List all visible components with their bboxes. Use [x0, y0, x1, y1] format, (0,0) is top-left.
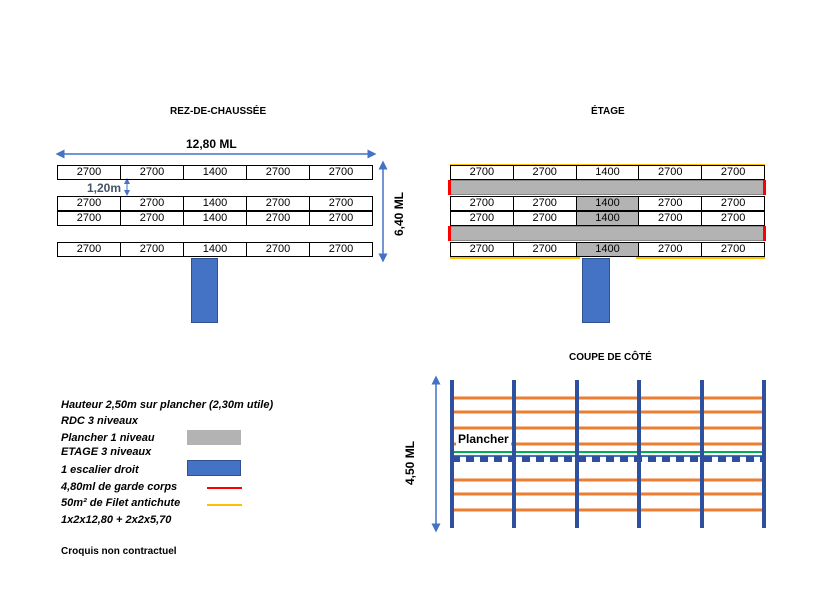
title-etage: ÉTAGE [591, 106, 625, 117]
rack-cell: 2700 [58, 212, 121, 225]
title-rdc: REZ-DE-CHAUSSÉE [170, 106, 267, 117]
etage-guardrail-right-2 [763, 226, 766, 241]
rack-cell: 2700 [451, 197, 514, 210]
etage-safety-net-bottom-left [450, 257, 580, 259]
rack-cell: 1400 [184, 212, 247, 225]
rack-cell: 2700 [247, 243, 310, 256]
title-coupe: COUPE DE CÔTÉ [569, 352, 652, 363]
legend-escalier-swatch [187, 460, 241, 476]
rack-cell: 2700 [514, 197, 577, 210]
rack-cell: 2700 [720, 166, 746, 178]
rack-cell: 2700 [514, 166, 577, 179]
rack-cell: 2700 [247, 197, 310, 210]
etage-guardrail-left-1 [448, 180, 451, 195]
rack-cell: 2700 [451, 212, 514, 225]
rack-cell: 2700 [451, 243, 514, 256]
rack-cell: 2700 [720, 243, 746, 255]
rack-cell: 2700 [121, 243, 184, 256]
beams-lower [452, 396, 764, 512]
legend-formula: 1x2x12,80 + 2x2x5,70 [61, 514, 172, 526]
plancher-label: Plancher [456, 432, 511, 446]
rack-cell: 2700 [121, 166, 184, 179]
etage-rack-row-4: 2700 2700 1400 2700 2700 [450, 242, 765, 257]
rack-cell: 2700 [639, 212, 703, 225]
rack-cell: 2700 [328, 166, 354, 178]
etage-rack-row-1: 2700 2700 1400 2700 2700 [450, 165, 765, 180]
legend-etage: ETAGE 3 niveaux [61, 446, 152, 458]
legend-filet-swatch [207, 504, 242, 506]
legend-hauteur: Hauteur 2,50m sur plancher (2,30m utile) [61, 399, 274, 411]
etage-safety-net-bottom-right [636, 257, 765, 259]
rack-cell: 2700 [639, 197, 703, 210]
legend-rdc: RDC 3 niveaux [61, 415, 139, 427]
rack-cell: 2700 [58, 243, 121, 256]
rack-cell: 2700 [720, 197, 746, 209]
etage-rack-row-2: 2700 2700 1400 2700 2700 [450, 196, 765, 211]
dimension-aisle-label: 1,20m [87, 181, 122, 195]
rack-cell: 2700 [514, 212, 577, 225]
rack-cell: 2700 [639, 243, 703, 256]
rack-cell: 2700 [328, 212, 354, 224]
rack-cell: 1400 [576, 212, 640, 225]
rdc-rack-row-4: 2700 2700 1400 2700 2700 [57, 242, 373, 257]
etage-rack-row-3: 2700 2700 1400 2700 2700 [450, 211, 765, 226]
rack-cell: 2700 [328, 197, 354, 209]
rack-cell: 2700 [639, 166, 703, 179]
rack-cell: 2700 [58, 197, 121, 210]
rack-cell: 2700 [514, 243, 577, 256]
rack-cell: 2700 [247, 212, 310, 225]
rdc-rack-row-2: 2700 2700 1400 2700 2700 [57, 196, 373, 211]
rack-cell: 1400 [184, 243, 247, 256]
rack-cell: 2700 [121, 212, 184, 225]
legend-plancher-swatch [187, 430, 241, 445]
etage-guardrail-right-1 [763, 180, 766, 195]
uprights [450, 380, 766, 528]
rack-cell: 2700 [58, 166, 121, 179]
rdc-rack-row-3: 2700 2700 1400 2700 2700 [57, 211, 373, 226]
legend-filet: 50m² de Filet antichute [61, 497, 181, 509]
rdc-rack-row-1: 2700 2700 1400 2700 2700 [57, 165, 373, 180]
rack-cell: 1400 [184, 197, 247, 210]
rack-cell: 2700 [328, 243, 354, 255]
rack-cell: 1400 [184, 166, 247, 179]
dimension-width-label: 12,80 ML [186, 137, 237, 151]
rack-cell: 2700 [451, 166, 514, 179]
rack-cell: 2700 [720, 212, 746, 224]
legend-garde: 4,80ml de garde corps [61, 481, 178, 493]
etage-staircase [582, 258, 610, 323]
rdc-staircase [191, 258, 218, 323]
etage-guardrail-left-2 [448, 226, 451, 241]
rack-cell: 2700 [121, 197, 184, 210]
legend-plancher: Plancher 1 niveau [61, 432, 155, 444]
legend-escalier: 1 escalier droit [61, 464, 139, 476]
rack-cell: 1400 [576, 197, 640, 210]
footer-note: Croquis non contractuel [61, 546, 177, 557]
legend-garde-swatch [207, 487, 242, 489]
rack-cell: 2700 [247, 166, 310, 179]
rack-cell: 1400 [576, 243, 640, 256]
rack-cell: 1400 [577, 166, 640, 179]
